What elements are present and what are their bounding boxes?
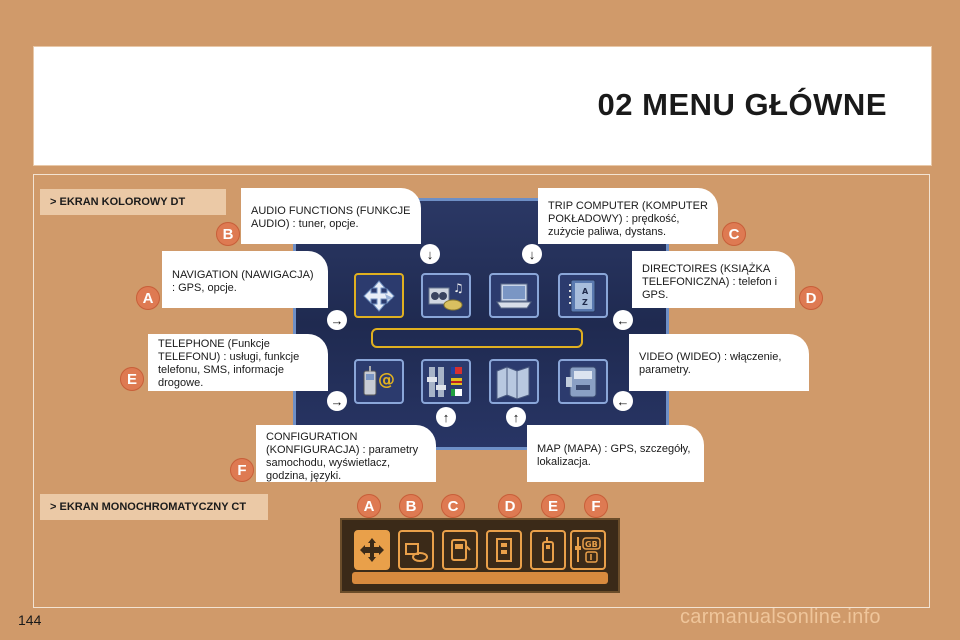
arrow-down-icon: ↓: [522, 244, 542, 264]
callout-configuration: CONFIGURATION (KONFIGURACJA) : parametry…: [256, 425, 436, 482]
arrow-right-icon: →: [327, 391, 347, 411]
at-icon: @: [378, 370, 395, 390]
title-panel: 02 MENU GŁÓWNE: [33, 46, 932, 166]
az-icon-z: Z: [582, 298, 588, 307]
page-number: 144: [18, 612, 42, 628]
section-label-mono-screen: > EKRAN MONOCHROMATYCZNY CT: [40, 494, 268, 520]
mono-audio-icon[interactable]: [398, 530, 434, 570]
callout-map: MAP (MAPA) : GPS, szczegóły, lokalizacja…: [527, 425, 704, 482]
selection-bar: [371, 328, 583, 348]
arrow-left-icon: ←: [613, 391, 633, 411]
callout-video: VIDEO (WIDEO) : włączenie, parametry.: [629, 334, 809, 391]
mono-configuration-icon[interactable]: GB I: [570, 530, 606, 570]
telephone-icon[interactable]: @: [354, 359, 404, 404]
badge-a: A: [357, 494, 381, 518]
callout-telephone: TELEPHONE (Funkcje TELEFONU) : usługi, f…: [148, 334, 328, 391]
color-screen: ♫ A Z @: [293, 198, 669, 450]
mono-screen: GB I: [340, 518, 620, 593]
badge-e: E: [541, 494, 565, 518]
navigation-icon[interactable]: [354, 273, 404, 318]
directories-icon[interactable]: A Z: [558, 273, 608, 318]
mono-telephone-icon[interactable]: [530, 530, 566, 570]
content-frame: [33, 174, 930, 608]
badge-d: D: [799, 286, 823, 310]
callout-audio: AUDIO FUNCTIONS (FUNKCJE AUDIO) : tuner,…: [241, 188, 421, 244]
badge-c: C: [722, 222, 746, 246]
svg-text:♫: ♫: [453, 281, 464, 295]
arrow-up-icon: ↑: [506, 407, 526, 427]
map-icon[interactable]: [489, 359, 539, 404]
callout-directories: DIRECTOIRES (KSIĄŻKA TELEFONICZNA) : tel…: [632, 251, 795, 308]
badge-d: D: [498, 494, 522, 518]
audio-icon[interactable]: ♫: [421, 273, 471, 318]
page-title: 02 MENU GŁÓWNE: [597, 87, 887, 122]
badge-c: C: [441, 494, 465, 518]
video-icon[interactable]: [558, 359, 608, 404]
gb-icon: GB: [585, 540, 598, 549]
badge-b: B: [216, 222, 240, 246]
badge-e: E: [120, 367, 144, 391]
arrow-left-icon: ←: [613, 310, 633, 330]
callout-trip-computer: TRIP COMPUTER (KOMPUTER POKŁADOWY) : prę…: [538, 188, 718, 244]
arrow-up-icon: ↑: [436, 407, 456, 427]
az-icon-a: A: [582, 287, 589, 296]
mono-navigation-icon[interactable]: [354, 530, 390, 570]
badge-f: F: [230, 458, 254, 482]
callout-navigation: NAVIGATION (NAWIGACJA) : GPS, opcje.: [162, 251, 328, 308]
trip-computer-icon[interactable]: [489, 273, 539, 318]
mono-directories-icon[interactable]: [486, 530, 522, 570]
badge-b: B: [399, 494, 423, 518]
arrow-right-icon: →: [327, 310, 347, 330]
watermark: carmanualsonline.info: [680, 606, 881, 628]
arrow-down-icon: ↓: [420, 244, 440, 264]
i-icon: I: [590, 553, 593, 562]
mono-trip-computer-icon[interactable]: [442, 530, 478, 570]
mono-selection-strip: [352, 572, 608, 584]
section-label-color-screen: > EKRAN KOLOROWY DT: [40, 189, 226, 215]
badge-f: F: [584, 494, 608, 518]
badge-a: A: [136, 286, 160, 310]
configuration-icon[interactable]: [421, 359, 471, 404]
